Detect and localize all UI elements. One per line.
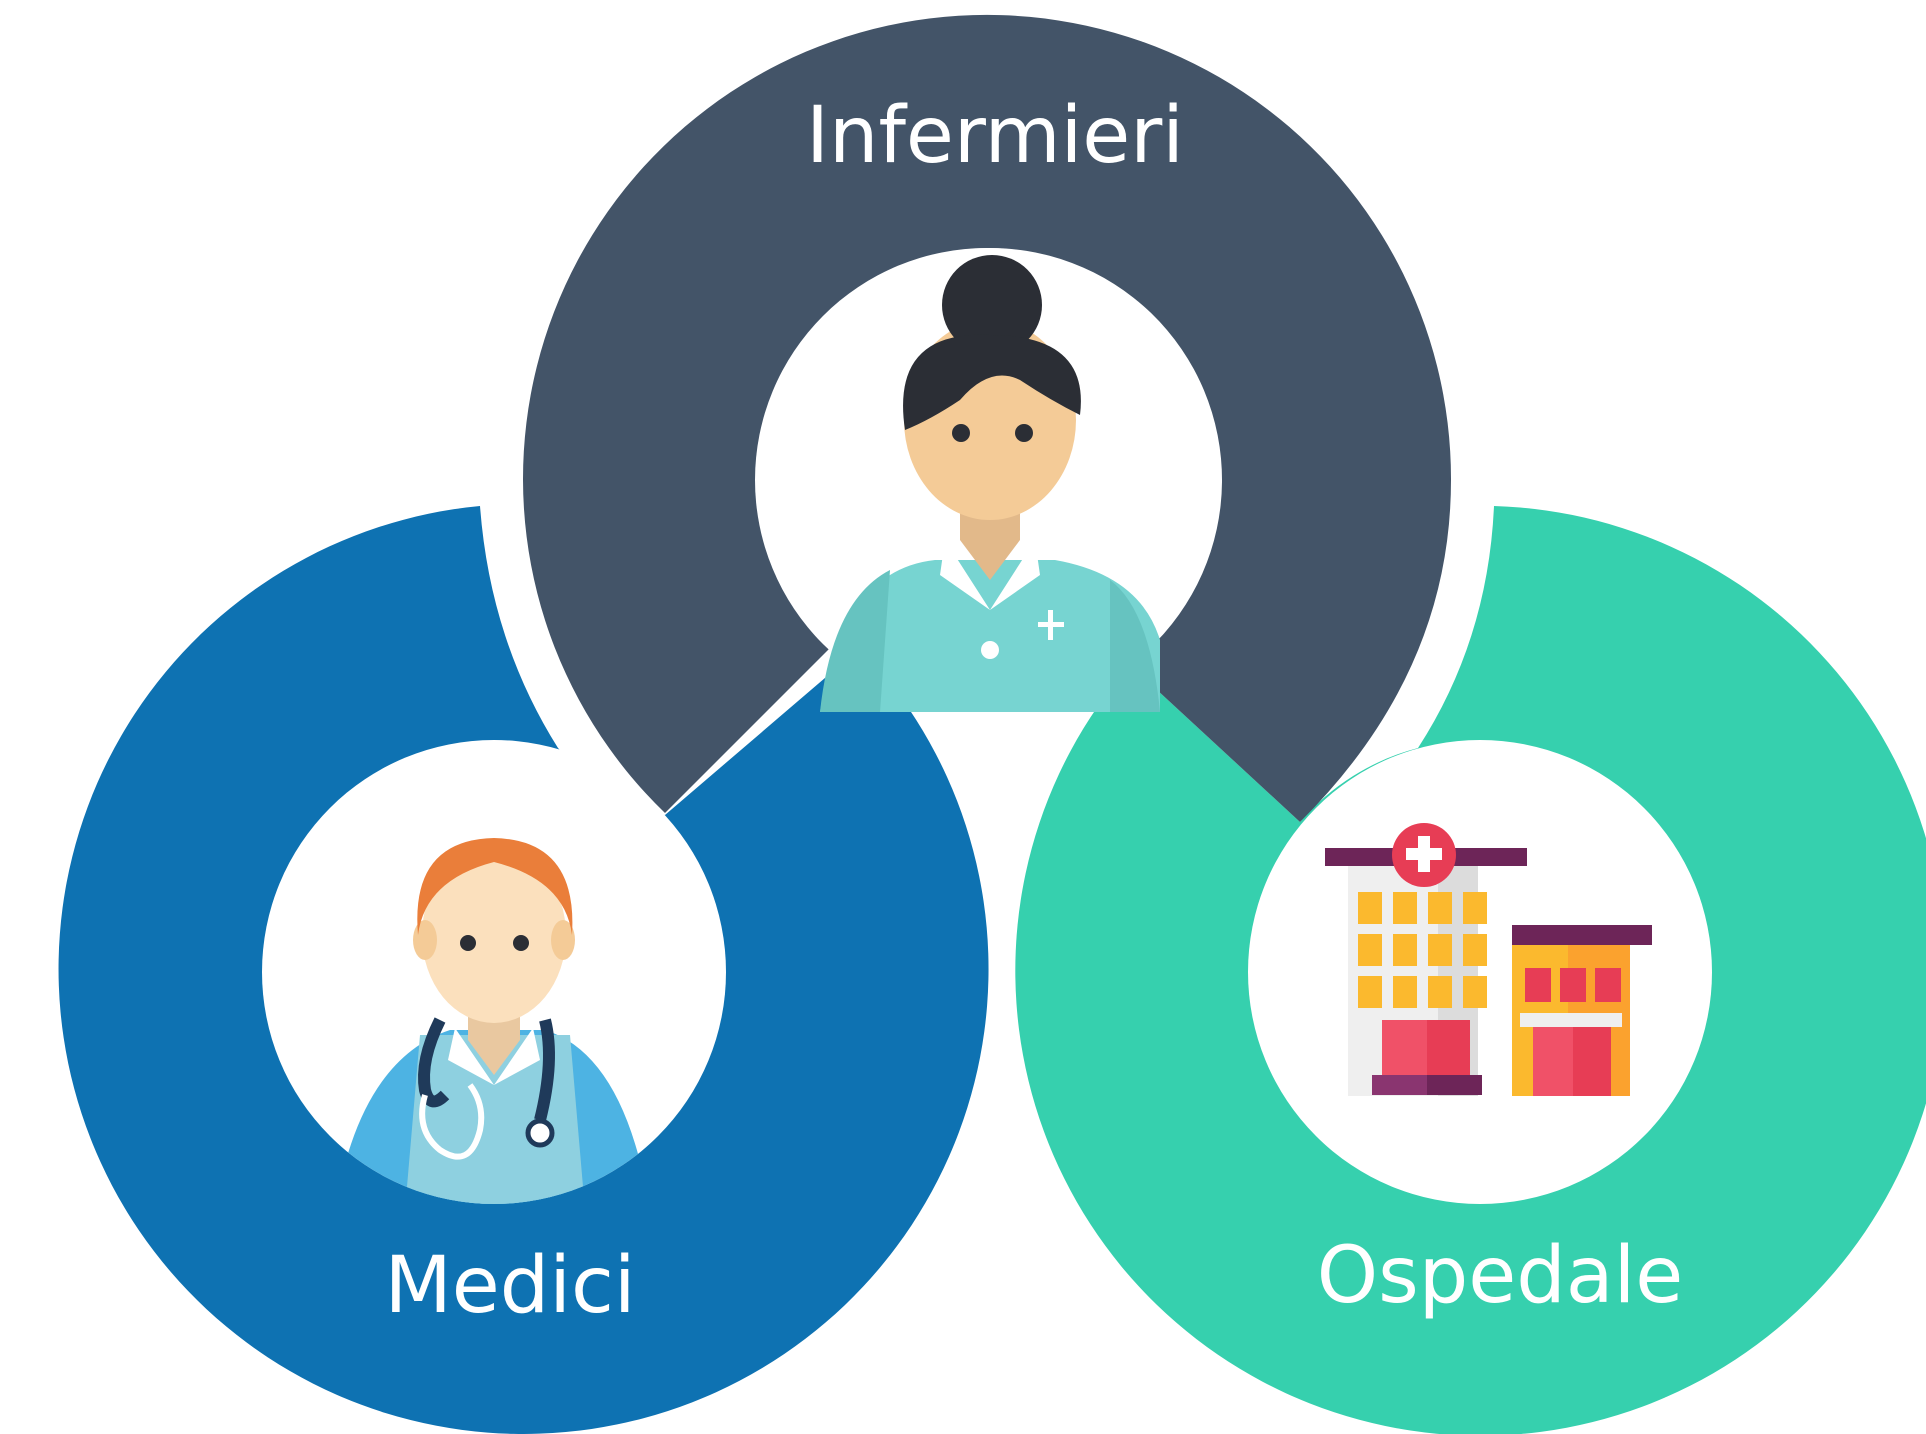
ring-ospedale-hole: [1248, 740, 1712, 1204]
hospital-icon: [1325, 823, 1652, 1096]
nurse-icon: [820, 255, 1160, 712]
doctor-icon: [335, 838, 650, 1204]
label-infermieri: Infermieri: [806, 91, 1184, 181]
ring-infermieri-band: [523, 14, 1452, 823]
label-medici: Medici: [384, 1241, 635, 1331]
label-ospedale: Ospedale: [1317, 1231, 1684, 1321]
